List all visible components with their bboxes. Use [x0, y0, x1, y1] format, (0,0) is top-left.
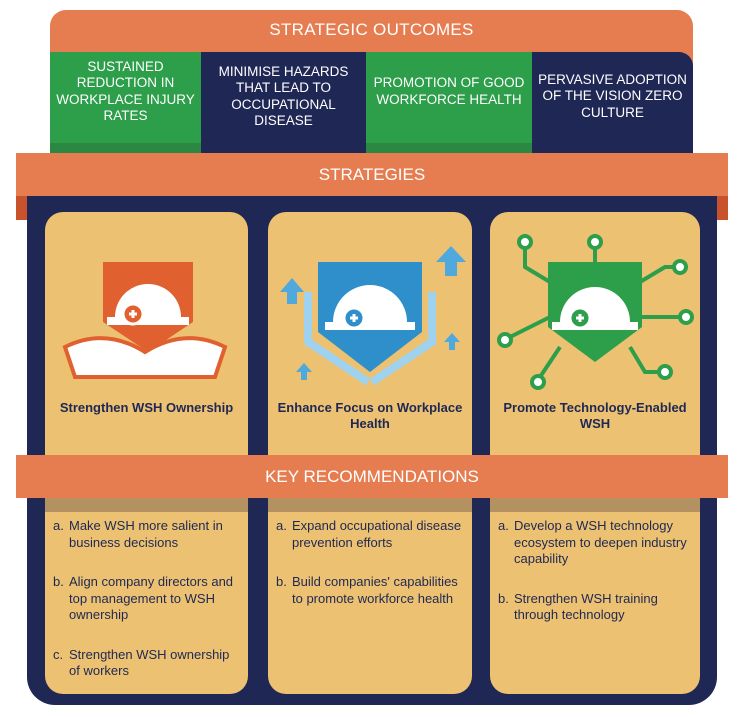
- band-flap: [16, 190, 28, 220]
- item-text: Align company directors and top manageme…: [69, 574, 234, 622]
- key-recommendations-title: KEY RECOMMENDATIONS: [16, 455, 728, 498]
- recommendation-item: b. Align company directors and top manage…: [53, 574, 240, 624]
- recommendation-item: c. Strengthen WSH ownership of workers: [53, 647, 240, 680]
- item-letter: b.: [498, 590, 509, 606]
- item-letter: a.: [53, 518, 64, 533]
- strategy-title: Enhance Focus on Workplace Health: [277, 400, 463, 431]
- recommendation-item: a. Develop a WSH technology ecosystem to …: [498, 518, 692, 568]
- band-shadow: [45, 498, 248, 512]
- item-text: Build companies' capabilities to promote…: [292, 574, 458, 606]
- recommendations-list: a. Develop a WSH technology ecosystem to …: [490, 518, 700, 647]
- strategic-outcomes-section: STRATEGIC OUTCOMES SUSTAINED REDUCTION I…: [50, 10, 693, 155]
- item-text: Make WSH more salient in business decisi…: [69, 518, 223, 550]
- recommendations-list: a. Make WSH more salient in business deci…: [45, 518, 248, 703]
- helmet-hands-icon: [62, 262, 228, 379]
- item-letter: b.: [53, 574, 64, 589]
- item-letter: b.: [276, 574, 287, 589]
- band-shadow: [490, 498, 700, 512]
- strategy-card-health: Enhance Focus on Workplace Health a. Expa…: [268, 212, 472, 694]
- item-letter: c.: [53, 646, 64, 662]
- strategy-card-technology: Promote Technology-Enabled WSH a. Develop…: [490, 212, 700, 694]
- helmet-circuit-icon: [497, 234, 694, 390]
- recommendation-item: a. Make WSH more salient in business deci…: [53, 518, 240, 551]
- outcome-vision-zero: PERVASIVE ADOPTION OF THE VISION ZERO CU…: [532, 52, 693, 153]
- recommendation-item: b. Strengthen WSH training through techno…: [498, 591, 692, 624]
- item-letter: a.: [276, 518, 287, 533]
- band-flap: [716, 190, 728, 220]
- recommendation-item: a. Expand occupational disease prevention…: [276, 518, 464, 551]
- item-text: Develop a WSH technology ecosystem to de…: [514, 518, 687, 566]
- strategy-title: Strengthen WSH Ownership: [59, 400, 234, 415]
- helmet-arrows-icon: [280, 246, 466, 386]
- recommendation-item: b. Build companies' capabilities to promo…: [276, 574, 464, 607]
- outcome-workforce-health: PROMOTION OF GOOD WORKFORCE HEALTH: [366, 52, 532, 153]
- item-text: Strengthen WSH ownership of workers: [69, 646, 230, 679]
- strategy-card-ownership: Strengthen WSH Ownership a. Make WSH more…: [45, 212, 248, 694]
- outcome-injury-rates: SUSTAINED REDUCTION IN WORKPLACE INJURY …: [50, 52, 201, 153]
- strategic-outcomes-title: STRATEGIC OUTCOMES: [269, 20, 474, 39]
- item-letter: a.: [498, 518, 509, 533]
- strategies-title: STRATEGIES: [16, 153, 728, 196]
- band-shadow: [268, 498, 472, 512]
- item-text: Expand occupational disease prevention e…: [292, 518, 462, 550]
- recommendations-list: a. Expand occupational disease prevention…: [268, 518, 472, 630]
- item-text: Strengthen WSH training through technolo…: [514, 590, 658, 623]
- outcome-minimise-hazards: MINIMISE HAZARDS THAT LEAD TO OCCUPATION…: [201, 52, 366, 153]
- strategy-title: Promote Technology-Enabled WSH: [503, 400, 687, 431]
